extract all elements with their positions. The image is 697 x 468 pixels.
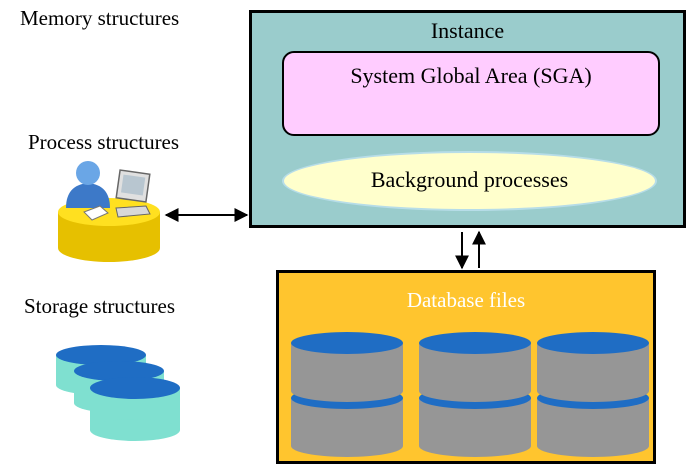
- background-processes-ellipse: Background processes: [282, 151, 657, 211]
- database-files-box: Database files: [276, 270, 656, 464]
- user-at-computer-icon: [58, 161, 160, 262]
- storage-structures-label: Storage structures: [24, 294, 176, 318]
- background-processes-label: Background processes: [370, 167, 569, 192]
- database-files-label: Database files: [406, 288, 526, 312]
- stacked-disks-icon: [56, 345, 180, 441]
- database-cylinders: [291, 332, 649, 457]
- database-cylinder-icon: [419, 332, 531, 402]
- database-cylinder-icon: [537, 332, 649, 402]
- sga-label: System Global Area (SGA): [350, 63, 592, 88]
- memory-structures-label: Memory structures: [20, 6, 180, 30]
- database-cylinder-icon: [291, 332, 403, 402]
- instance-title: Instance: [430, 18, 505, 43]
- process-structures-label: Process structures: [28, 130, 180, 154]
- instance-box: Instance System Global Area (SGA) Backgr…: [249, 10, 686, 228]
- sga-box: System Global Area (SGA): [282, 51, 660, 136]
